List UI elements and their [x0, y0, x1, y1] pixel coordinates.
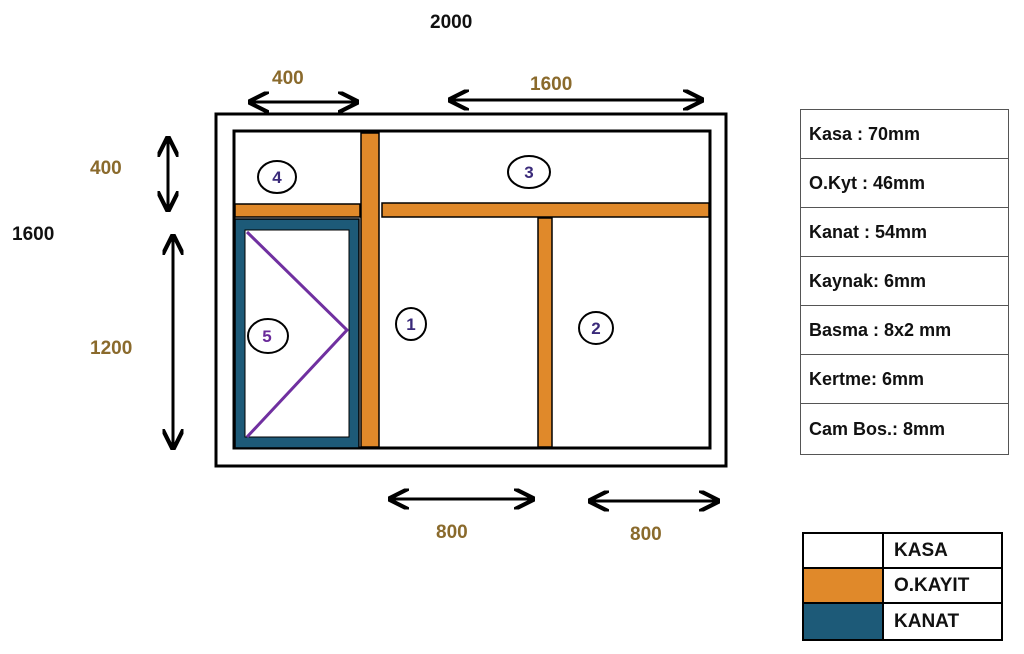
panel-2-number: 2 — [591, 319, 600, 338]
panel-3-circle — [507, 155, 551, 189]
transom-right — [381, 202, 710, 218]
legend-label: KASA — [894, 539, 948, 561]
top-height-label: 400 — [90, 158, 122, 179]
spec-row: O.Kyt : 46mm — [801, 159, 1008, 208]
top-left-width-label: 400 — [272, 68, 304, 89]
spec-table: Kasa : 70mm O.Kyt : 46mm Kanat : 54mm Ka… — [800, 109, 1009, 455]
panel-5-number: 5 — [262, 327, 271, 346]
legend-swatch-okayit — [804, 569, 884, 602]
panel-4-number: 4 — [272, 168, 282, 187]
panel-4-circle — [257, 160, 297, 194]
legend: KASA O.KAYIT KANAT — [802, 532, 1003, 641]
legend-swatch-kasa — [804, 534, 884, 567]
spec-row: Kanat : 54mm — [801, 208, 1008, 257]
legend-label: O.KAYIT — [894, 574, 970, 596]
bottom-right-width-label: 800 — [630, 524, 662, 545]
bottom-mid-width-label: 800 — [436, 522, 468, 543]
spec-row: Cam Bos.: 8mm — [809, 418, 946, 439]
transom-left — [234, 203, 361, 218]
bottom-height-label: 1200 — [90, 338, 133, 359]
legend-swatch-kanat — [804, 604, 884, 639]
spec-row: Kasa : 70mm — [801, 110, 1008, 159]
spec-row: Kaynak: 6mm — [801, 257, 1008, 306]
panel-3-number: 3 — [524, 163, 533, 182]
legend-item-kasa: KASA — [804, 534, 1001, 569]
panel-5-circle — [247, 318, 289, 354]
legend-label: KANAT — [894, 610, 960, 632]
sash-opening-lines — [245, 230, 350, 439]
mullion-main — [360, 132, 380, 448]
panel-1-circle — [395, 307, 427, 341]
panel-1-number: 1 — [406, 315, 415, 334]
panel-2-circle — [578, 311, 614, 345]
mullion-right — [537, 217, 553, 448]
total-height-label: 1600 — [12, 224, 55, 245]
legend-item-kanat: KANAT — [804, 604, 1001, 639]
spec-row: Kertme: 6mm — [801, 355, 1008, 404]
spec-row: Basma : 8x2 mm — [801, 306, 1008, 355]
legend-item-okayit: O.KAYIT — [804, 569, 1001, 604]
total-width-label: 2000 — [430, 12, 473, 33]
